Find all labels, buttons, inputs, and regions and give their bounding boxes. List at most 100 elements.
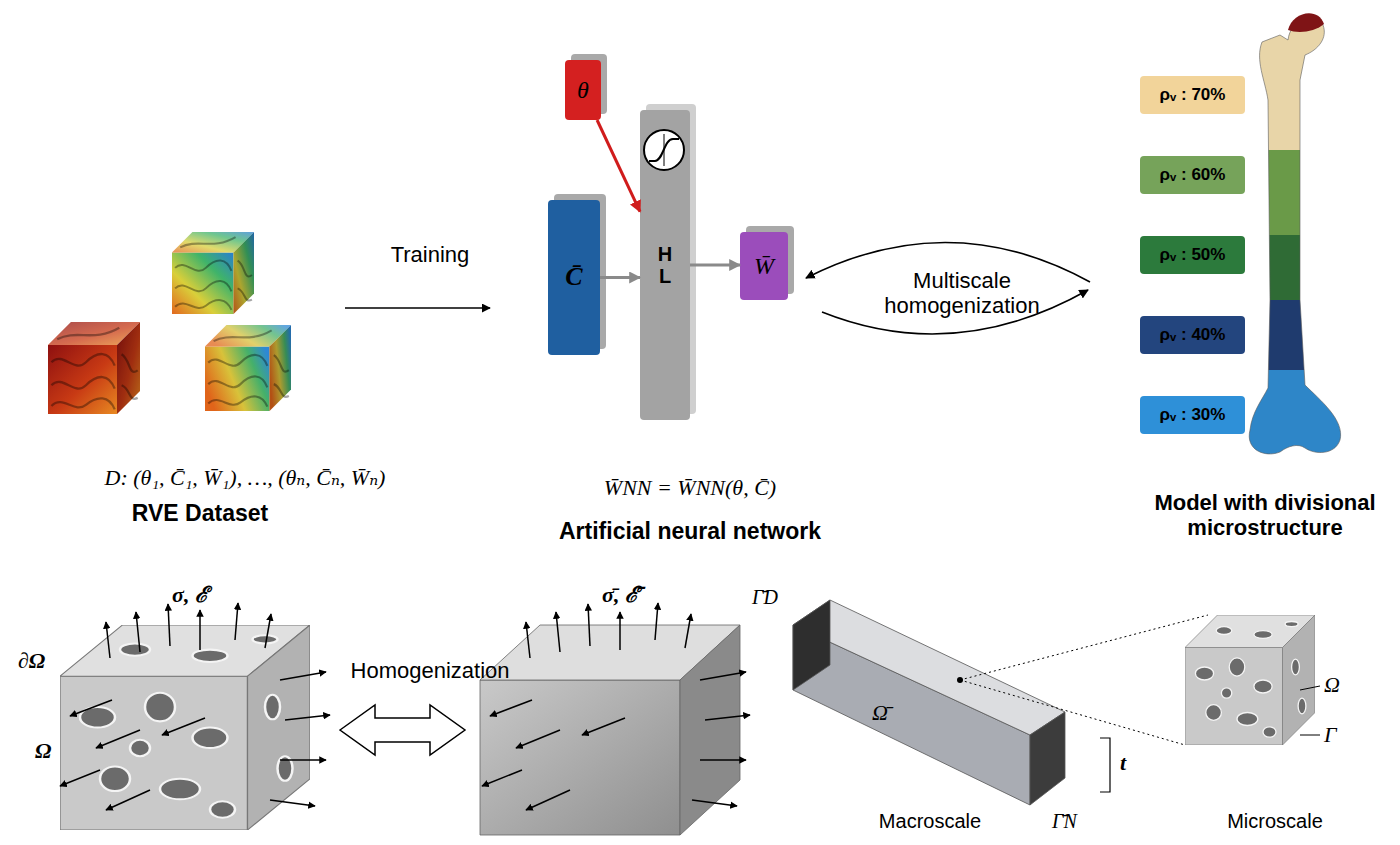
rve-field-cube: [60, 770, 100, 786]
rve-cubes: [48, 232, 291, 414]
femur-model: [1288, 13, 1324, 32]
hidden-layer: H L: [640, 110, 690, 420]
density-box: ρᵥ : 30%: [1140, 396, 1245, 434]
zoom-lines: [960, 680, 1185, 745]
homogenized-cube: [516, 730, 560, 748]
homogenized-cube: [619, 612, 621, 650]
density-box: ρᵥ : 60%: [1140, 156, 1245, 194]
arrow-label: Training: [391, 242, 470, 267]
homogenized-cube: [526, 622, 530, 658]
double-arrow: [340, 705, 465, 755]
homogenized-cube: [490, 700, 532, 716]
density-box: ρᵥ : 40%: [1140, 316, 1245, 354]
node-text: C̄: [565, 263, 582, 292]
rve-field-cube: [280, 672, 326, 680]
macroscale-beam: [793, 600, 1065, 735]
homogenized-cube: [705, 715, 750, 720]
homogenized-cube: [700, 759, 746, 761]
rve-field-cube: [60, 603, 330, 810]
femur-model: [1249, 17, 1340, 454]
math-symbol: Ω: [35, 738, 51, 763]
training-arrow: [345, 307, 490, 309]
zoom-lines: [960, 615, 1208, 745]
homogenized-cube: [482, 603, 750, 810]
scale-label: Macroscale: [879, 810, 981, 833]
homogenized-cube: [526, 790, 570, 810]
math-symbol: σ, ℰ: [172, 582, 208, 607]
microscale-cube: [1300, 686, 1320, 690]
math-symbol: Γ̄D: [752, 586, 778, 609]
multiscale-arrows: [806, 242, 1090, 333]
rve-field-cube: [285, 715, 330, 720]
output-block: W̄: [740, 232, 788, 300]
rve-field-cube: [60, 603, 330, 830]
femur-model: [1249, 13, 1340, 454]
arrow-label: Homogenization: [351, 658, 510, 683]
rve-field-cube: [162, 718, 205, 735]
math-symbol: Γ: [1324, 722, 1337, 747]
homogenized-cube: [480, 603, 750, 835]
microscale-cube: [1300, 735, 1320, 736]
node-text: ρᵥ : 50%: [1160, 246, 1226, 265]
math-symbol: σ̄, ℰ̄: [602, 582, 638, 607]
section-title: Model with divisional microstructure: [1134, 490, 1396, 541]
density-box: ρᵥ : 70%: [1140, 76, 1245, 114]
homogenized-cube: [482, 770, 522, 786]
macroscale-beam: [1100, 738, 1110, 792]
math-symbol: ∂Ω: [18, 648, 45, 673]
connector-arrow: [597, 120, 640, 212]
rve-field-cube: [136, 612, 140, 652]
rve-cubes: [172, 232, 254, 314]
density-box: ρᵥ : 50%: [1140, 236, 1245, 274]
homogenized-cube: [700, 672, 746, 680]
activation-symbol: [644, 130, 684, 170]
macroscale-beam: [1030, 712, 1065, 805]
section-title: RVE Dataset: [132, 500, 268, 526]
homogenized-cube: [680, 625, 740, 835]
dataset-formula: D: (θ₁, C̄₁, W̄₁), …, (θₙ, C̄ₙ, W̄ₙ): [105, 465, 386, 490]
rve-field-cube: [96, 730, 140, 748]
math-symbol: t: [1120, 750, 1126, 775]
math-symbol: Ω̄: [872, 700, 888, 725]
scale-label: Microscale: [1227, 810, 1323, 833]
microscale-cube: [1185, 615, 1315, 745]
homogenized-cube: [692, 800, 737, 806]
connector-arrow: [690, 264, 740, 267]
rve-field-cube: [270, 800, 315, 806]
macroscale-beam: [793, 600, 830, 690]
homogenized-cube: [588, 604, 590, 646]
rve-field-cube: [199, 610, 201, 650]
homogenized-cube: [480, 680, 680, 835]
rve-field-cube: [106, 790, 150, 810]
rve-field-cube: [106, 622, 110, 658]
homogenized-cube: [582, 718, 625, 735]
rve-cubes: [205, 325, 291, 411]
activation-symbol: [644, 130, 684, 170]
rve-field-cube: [168, 604, 170, 646]
connector-arrow: [600, 276, 640, 279]
rve-cubes: [48, 322, 140, 414]
network-formula: W̄NN = W̄NN(θ, C̄): [604, 475, 776, 500]
input-block: θ: [565, 60, 601, 120]
section-title: Artificial neural network: [559, 518, 821, 544]
node-text: W̄: [754, 253, 774, 279]
macroscale-beam: [793, 600, 1110, 805]
rve-field-cube: [280, 759, 326, 761]
arrow-label: Multiscale homogenization: [862, 268, 1062, 319]
microscale-cube: [1185, 615, 1320, 745]
activation-symbol: [649, 139, 679, 161]
activation-symbol: [664, 134, 665, 166]
node-text: θ: [577, 77, 589, 103]
rve-field-cube: [265, 614, 271, 648]
homogenized-cube: [556, 612, 560, 652]
math-symbol: Ω: [1324, 672, 1340, 697]
training-arrow: [345, 308, 490, 309]
rve-field-cube: [235, 603, 238, 640]
node-text: H L: [657, 243, 673, 287]
node-text: ρᵥ : 30%: [1160, 406, 1226, 425]
node-text: ρᵥ : 60%: [1160, 166, 1226, 185]
node-text: ρᵥ : 40%: [1160, 326, 1226, 345]
